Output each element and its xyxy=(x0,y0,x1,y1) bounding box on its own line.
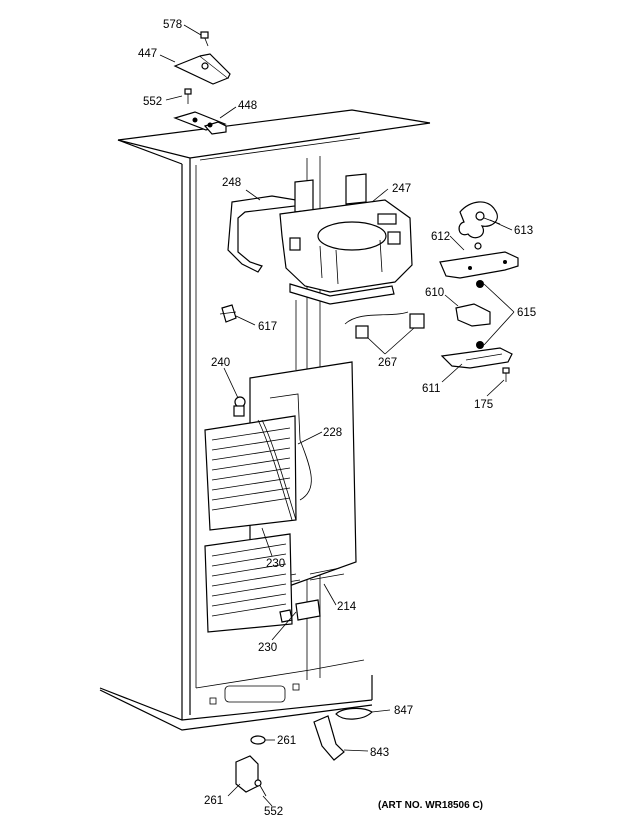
label-175: 175 xyxy=(474,399,493,411)
label-552-bottom: 552 xyxy=(264,806,283,818)
label-448: 448 xyxy=(238,100,257,112)
label-447: 447 xyxy=(138,48,157,60)
label-230-lower: 230 xyxy=(258,642,277,654)
fan-housing xyxy=(227,173,413,305)
label-230-middle: 230 xyxy=(266,558,285,570)
evaporator-assembly xyxy=(204,361,357,633)
label-267: 267 xyxy=(378,357,397,369)
part-labels: 578 447 552 448 248 247 613 612 610 615 … xyxy=(138,19,536,818)
label-843: 843 xyxy=(370,747,389,759)
label-612: 612 xyxy=(431,231,450,243)
label-240: 240 xyxy=(211,357,230,369)
leader-lines xyxy=(159,24,515,807)
bottom-parts xyxy=(235,707,373,797)
art-number: (ART NO. WR18506 C) xyxy=(378,800,483,811)
label-611: 611 xyxy=(422,383,440,395)
label-261-lower: 261 xyxy=(204,795,223,807)
top-hinge-assembly xyxy=(173,31,231,135)
label-228: 228 xyxy=(323,427,342,439)
label-615: 615 xyxy=(517,307,536,319)
label-617: 617 xyxy=(258,321,277,333)
label-261-upper: 261 xyxy=(277,735,296,747)
label-847: 847 xyxy=(394,705,413,717)
label-247: 247 xyxy=(392,183,411,195)
wire-harness xyxy=(219,304,425,339)
label-578-top: 578 xyxy=(163,19,182,31)
fan-motor-assembly xyxy=(439,201,519,382)
label-214: 214 xyxy=(337,601,357,613)
label-248: 248 xyxy=(222,177,241,189)
label-610: 610 xyxy=(425,287,444,299)
label-552-top: 552 xyxy=(143,96,162,108)
label-613: 613 xyxy=(514,225,533,237)
